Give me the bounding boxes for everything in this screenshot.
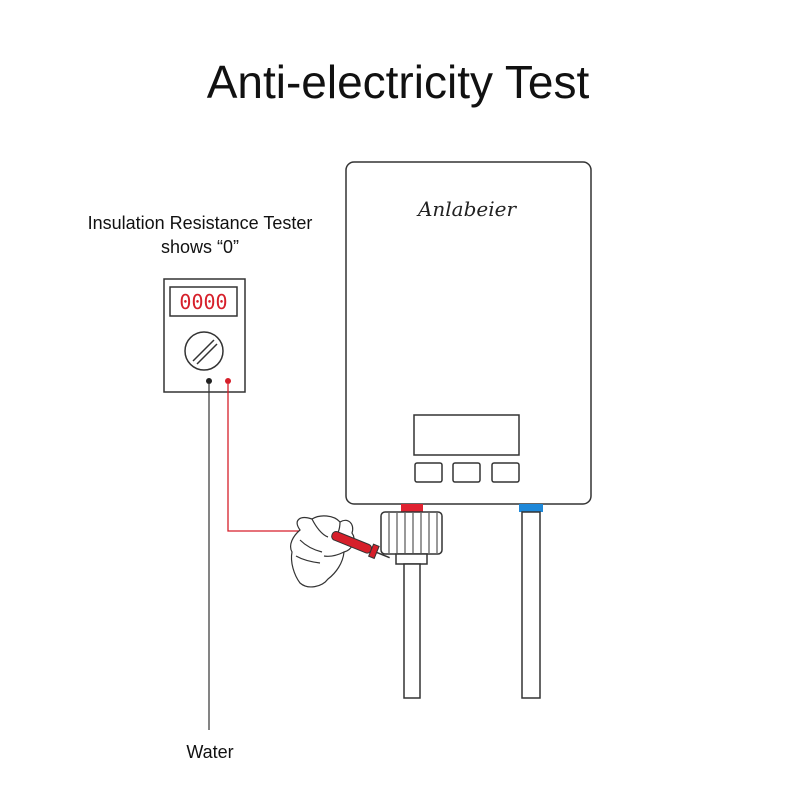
diagram-title: Anti-electricity Test	[206, 56, 590, 108]
cold-water-inlet	[519, 504, 543, 699]
tester-caption: Insulation Resistance Tester shows “0”	[60, 211, 340, 259]
hot-pipe-nut	[380, 511, 443, 555]
tester-display	[169, 286, 238, 317]
tester-caption-line2: shows “0”	[160, 237, 240, 257]
heater-button-right	[491, 462, 520, 483]
heater-button-middle	[452, 462, 481, 483]
water-heater: Anlabeier	[345, 161, 592, 505]
cold-pipe-ring	[519, 504, 543, 512]
hand-icon	[289, 515, 355, 588]
hot-water-outlet	[380, 504, 443, 699]
heater-brand-logo: Anlabeier	[416, 197, 518, 221]
probe-icon	[331, 530, 390, 560]
dial-icon	[184, 331, 224, 371]
water-label: Water	[186, 742, 234, 762]
heater-body	[345, 161, 592, 505]
cold-pipe	[521, 511, 541, 699]
insulation-tester: 0000	[163, 278, 246, 393]
tester-caption-line1: Insulation Resistance Tester	[87, 213, 313, 233]
tester-display-value: 0000	[179, 290, 227, 314]
heater-display-panel	[413, 414, 520, 456]
tester-terminal-red	[225, 378, 231, 384]
hot-pipe-ring	[401, 504, 423, 512]
probe-lead-wire	[227, 384, 332, 532]
heater-button-left	[414, 462, 443, 483]
hot-pipe	[403, 563, 421, 699]
tester-terminal-black	[206, 378, 212, 384]
